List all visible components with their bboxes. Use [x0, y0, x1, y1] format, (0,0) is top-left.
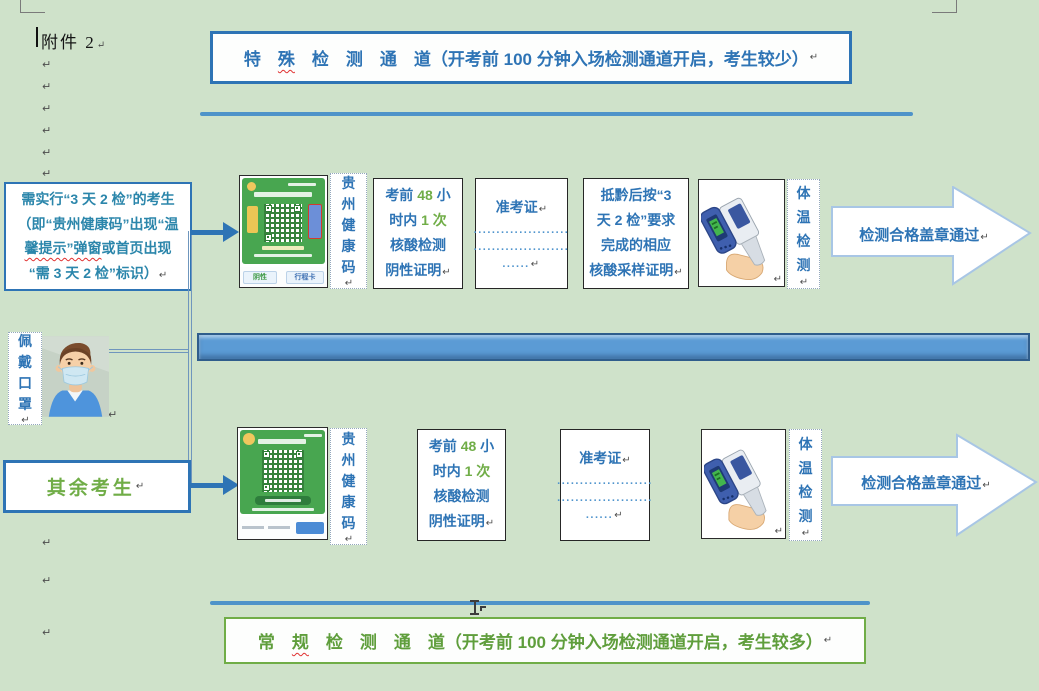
admission-ticket-box-top: 准考证↵ ..................... .............… — [474, 178, 568, 289]
pass-arrow-bottom — [831, 433, 1038, 537]
note-line: “需 3 天 2 检”标识） — [28, 264, 158, 281]
title-text-spellflag: 规 — [291, 633, 309, 652]
avatar-dot — [247, 182, 256, 191]
admission-ticket-box-bottom: 准考证↵ ..................... .............… — [557, 429, 651, 541]
temperature-check-label-top: 体温检测↵ — [787, 179, 820, 289]
pilcrow-mark: ↵ — [823, 635, 833, 646]
connector-person-line — [109, 349, 188, 353]
pilcrow-mark: ↵ — [42, 59, 52, 71]
pilcrow-mark: ↵ — [801, 527, 811, 539]
qr-code — [264, 204, 302, 242]
pilcrow-mark: ↵ — [799, 276, 809, 288]
thermometer-image-bottom: ↵ — [701, 429, 786, 539]
pilcrow-mark: ↵ — [42, 81, 52, 93]
wear-mask-label: 佩戴口罩↵ — [8, 332, 42, 426]
margin-corner-mark-topright — [932, 0, 957, 13]
divider-bar — [197, 333, 1030, 361]
pilcrow-mark: ↵ — [674, 266, 683, 278]
margin-corner-mark-topleft — [20, 0, 45, 13]
code-status-footer: 阴性 行程卡 — [240, 267, 327, 287]
top-divider-line — [200, 112, 913, 116]
note-line: 或首页出现 — [101, 240, 172, 256]
pilcrow-mark: ↵ — [21, 415, 30, 426]
pilcrow-mark: ↵ — [773, 274, 782, 285]
health-code-label-top: 贵州健康码↵ — [330, 173, 367, 289]
pilcrow-mark: ↵ — [42, 575, 52, 587]
special-channel-title: 特 殊 检 测 通 道（开考前 100 分钟入场检测通道开启，考生较少）↵ — [210, 31, 852, 84]
thermometer-illustration — [702, 449, 767, 530]
pilcrow-mark: ↵ — [344, 533, 354, 545]
title-text: 检 测 通 道（开考前 100 分钟入场检测通道开启，考生较少） — [294, 50, 809, 69]
pilcrow-mark: ↵ — [42, 627, 52, 639]
pilcrow-mark: ↵ — [344, 278, 354, 289]
pilcrow-mark: ↵ — [42, 168, 52, 180]
pilcrow-mark: ↵ — [530, 258, 541, 270]
pilcrow-mark: ↵ — [538, 203, 548, 215]
avatar-dot — [243, 433, 255, 445]
arrow-to-top-qr — [190, 230, 223, 235]
note-line-spellflag: 馨提示”弹窗 — [24, 240, 102, 256]
side-button — [308, 204, 322, 239]
pilcrow-mark: ↵ — [774, 526, 783, 537]
other-candidates-label: 其余考生 — [46, 478, 135, 499]
note-line: （即“贵州健康码”出现“温 — [17, 215, 179, 232]
pilcrow-mark: ↵ — [42, 147, 52, 159]
attachment-label: 附件 2 — [41, 33, 96, 52]
trip-card-chip: 行程卡 — [286, 271, 324, 284]
pass-arrow-text-top: 检测合格盖章通过↵ — [859, 227, 989, 244]
bottom-divider-line — [210, 601, 870, 605]
negative-result-chip: 阴性 — [243, 271, 277, 284]
nucleic-test-box-bottom: 考前 48 小 时内 1 次 核酸检测 阴性证明↵ — [417, 429, 506, 541]
text-cursor — [36, 27, 38, 47]
pilcrow-mark: ↵ — [809, 52, 819, 63]
footer-button — [296, 522, 324, 534]
pilcrow-mark: ↵ — [614, 510, 625, 521]
pilcrow-mark: ↵ — [442, 266, 451, 278]
qr-code — [262, 450, 304, 492]
attachment-heading: 附件 2↵ — [41, 28, 107, 53]
arrowhead-top — [223, 222, 239, 242]
connector-vertical-line — [188, 231, 192, 487]
insertion-cursor-icon — [470, 600, 488, 616]
arrow-to-bottom-qr — [188, 483, 223, 488]
pilcrow-mark: ↵ — [108, 409, 118, 421]
title-text: 检 测 通 道（开考前 100 分钟入场检测通道开启，考生较多） — [308, 633, 823, 652]
pass-arrow-text-bottom: 检测合格盖章通过↵ — [861, 475, 991, 492]
pilcrow-mark: ↵ — [42, 537, 52, 549]
masked-person-image — [42, 331, 109, 422]
pass-arrow-top — [831, 186, 1032, 286]
health-code-card — [240, 430, 325, 514]
health-code-screenshot-top: 阴性 行程卡 — [239, 175, 328, 288]
thermometer-illustration — [699, 197, 766, 281]
sampling-cert-box-top: 抵黔后按“3 天 2 检”要求 完成的相应 核酸采样证明↵ — [583, 178, 689, 289]
pilcrow-mark: ↵ — [485, 518, 495, 529]
pilcrow-mark: ↵ — [622, 455, 631, 466]
note-line: 需实行“3 天 2 检”的考生 — [21, 191, 175, 207]
temperature-check-label-bottom: 体温检测↵ — [789, 429, 822, 541]
pilcrow-mark: ↵ — [42, 125, 52, 137]
yellow-badge — [247, 206, 258, 233]
pilcrow-mark: ↵ — [42, 103, 52, 115]
pilcrow-mark: ↵ — [96, 40, 108, 51]
other-candidates-box: 其余考生↵ — [3, 460, 191, 513]
masked-person-illustration — [42, 336, 109, 417]
health-code-screenshot-bottom — [237, 427, 328, 540]
title-text-spellflag: 殊 — [277, 50, 295, 69]
regular-channel-title: 常 规 检 测 通 道（开考前 100 分钟入场检测通道开启，考生较多）↵ — [224, 617, 866, 664]
health-code-label-bottom: 贵州健康码↵ — [330, 428, 367, 545]
title-text: 常 — [257, 633, 292, 652]
three-day-two-check-note: 需实行“3 天 2 检”的考生 （即“贵州健康码”出现“温 馨提示”弹窗或首页出… — [4, 182, 192, 291]
title-text: 特 — [243, 50, 278, 69]
code-footer — [238, 517, 327, 539]
pilcrow-mark: ↵ — [158, 269, 168, 281]
health-code-card — [242, 178, 325, 264]
refresh-button — [255, 496, 311, 505]
arrowhead-bottom — [223, 475, 239, 495]
pilcrow-mark: ↵ — [982, 480, 991, 491]
thermometer-image-top: ↵ — [698, 179, 785, 287]
pilcrow-mark: ↵ — [980, 232, 989, 243]
pilcrow-mark: ↵ — [135, 481, 148, 492]
nucleic-test-box-top: 考前 48 小 时内 1 次 核酸检测 阴性证明↵ — [373, 178, 463, 289]
